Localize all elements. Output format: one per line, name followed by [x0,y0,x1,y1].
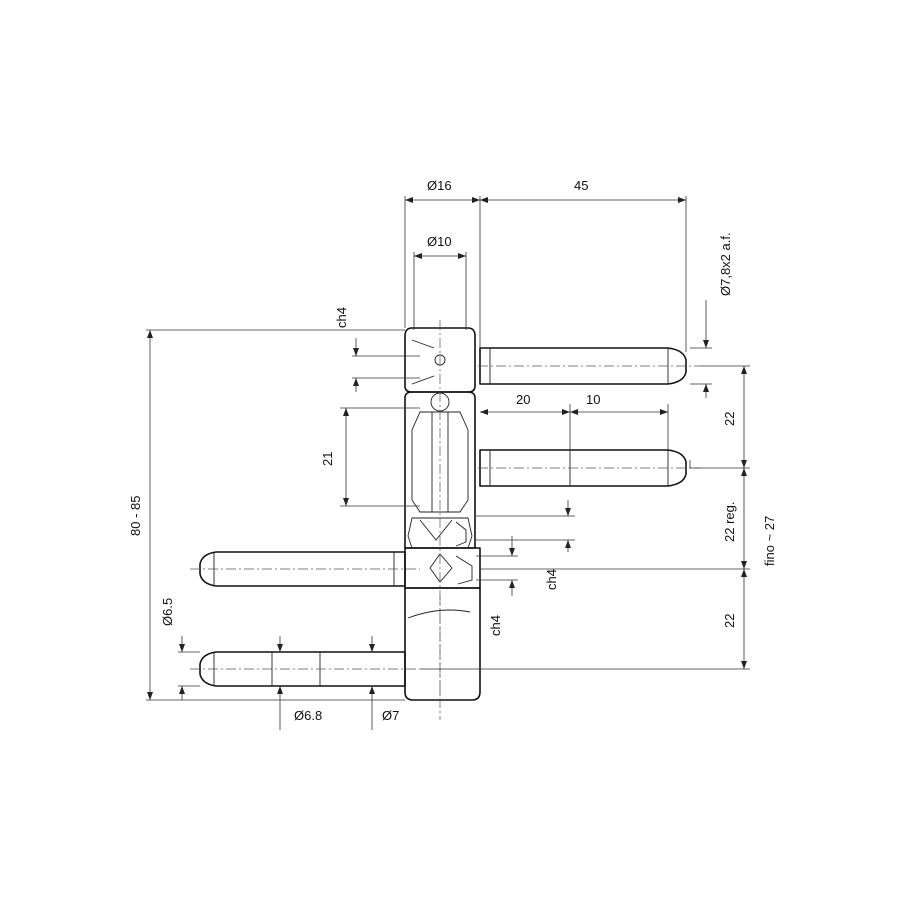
label-d16: Ø16 [427,178,452,193]
label-22-reg: 22 reg. [722,502,737,542]
label-ch4-mid: ch4 [544,569,559,590]
pin-upper-right [479,347,687,385]
hinge-body [404,320,481,720]
label-20: 20 [516,392,530,407]
lower-body [404,587,481,701]
label-10: 10 [586,392,600,407]
label-d78: Ø7,8x2 a.f. [718,232,733,296]
upper-body [404,391,476,549]
label-ch4-low: ch4 [488,615,503,636]
label-45: 45 [574,178,588,193]
hex-socket [411,411,469,513]
label-80-85: 80 - 85 [128,496,143,536]
label-d68: Ø6.8 [294,708,322,723]
label-d7: Ø7 [382,708,399,723]
middle-collar [404,547,481,589]
label-ch4-top: ch4 [334,307,349,328]
pins [190,347,700,687]
pin-lower-left [199,651,406,687]
label-21: 21 [320,452,335,466]
label-fino-27: fino ~ 27 [762,516,777,566]
pin-middle-right [479,449,687,487]
upper-body-cap [404,327,476,393]
label-d65: Ø6.5 [160,598,175,626]
label-22-top: 22 [722,412,737,426]
dimensions [146,196,750,730]
label-22-bot: 22 [722,614,737,628]
label-d10: Ø10 [427,234,452,249]
dimension-labels: Ø16 45 Ø10 Ø7,8x2 a.f. ch4 20 10 22 21 8… [128,178,777,723]
pin-middle-left [199,551,406,587]
